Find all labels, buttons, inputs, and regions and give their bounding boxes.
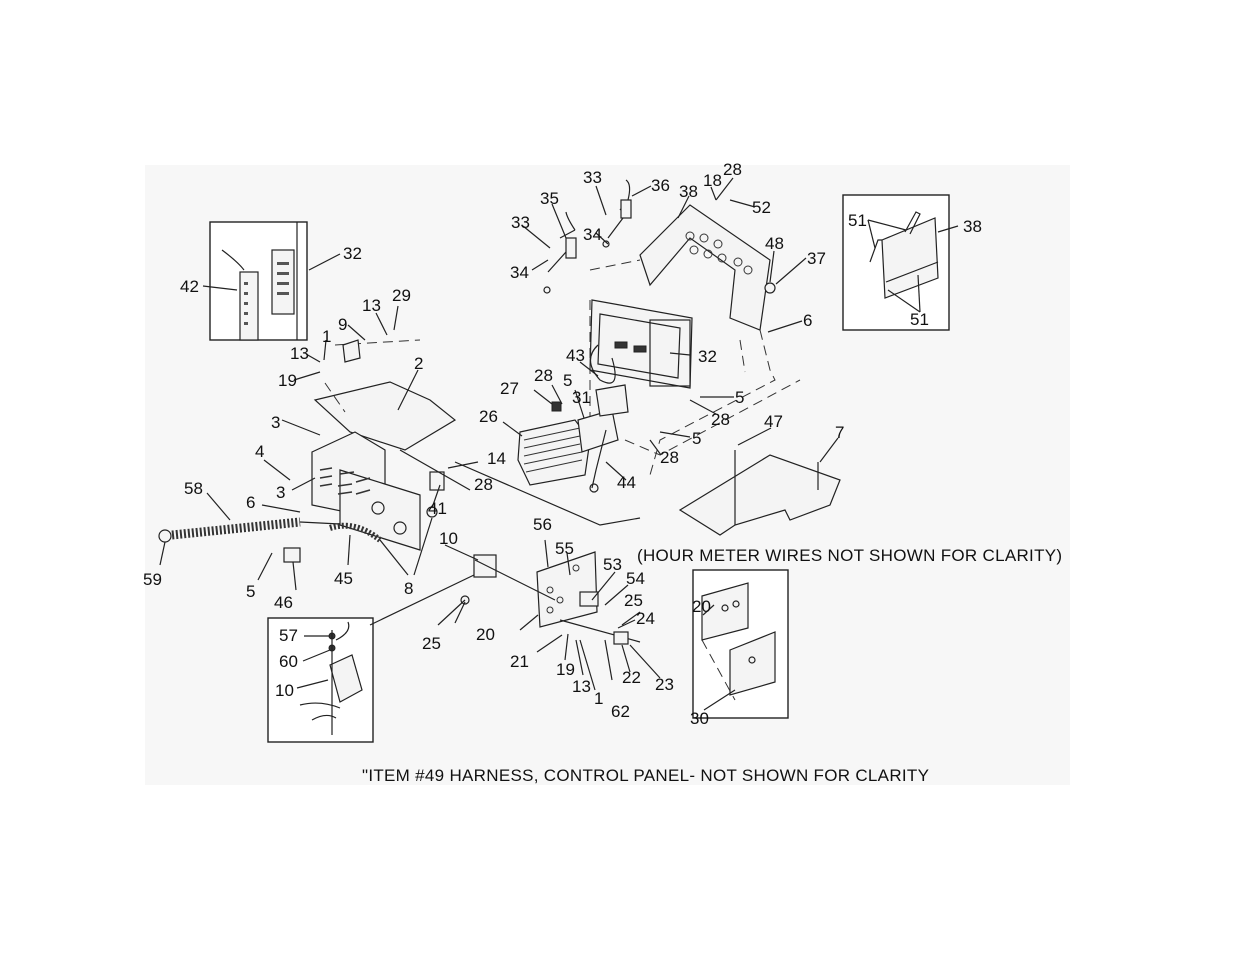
callout-5-right: 5	[692, 429, 701, 448]
callout-26: 26	[479, 407, 498, 426]
callout-19-left: 19	[278, 371, 297, 390]
callout-2: 2	[414, 354, 423, 373]
control-box-assembly	[158, 339, 641, 563]
callout-42: 42	[180, 277, 199, 296]
callout-25-bottom: 25	[624, 591, 643, 610]
note-item49: "ITEM #49 HARNESS, CONTROL PANEL- NOT SH…	[362, 766, 929, 785]
callout-34-left: 34	[510, 263, 529, 282]
callout-21: 21	[510, 652, 529, 671]
callout-3-top: 3	[271, 413, 280, 432]
callout-35: 35	[540, 189, 559, 208]
callout-5-right-top: 5	[735, 388, 744, 407]
callout-13-top: 13	[362, 296, 381, 315]
callout-1-bottom: 1	[594, 689, 603, 708]
note-hour-meter: (HOUR METER WIRES NOT SHOWN FOR CLARITY)	[637, 546, 1062, 565]
callout-28-left: 28	[474, 475, 493, 494]
callout-1-top: 1	[322, 327, 331, 346]
callout-55: 55	[555, 539, 574, 558]
callout-28-right: 28	[660, 448, 679, 467]
callout-54: 54	[626, 569, 645, 588]
callout-3-bottom: 3	[276, 483, 285, 502]
callout-52: 52	[752, 198, 771, 217]
callout-19-bottom: 19	[556, 660, 575, 679]
callout-45: 45	[334, 569, 353, 588]
inset-bracket	[842, 194, 950, 331]
inset-connector	[209, 221, 308, 341]
callout-23: 23	[655, 675, 674, 694]
callout-6-left: 6	[246, 493, 255, 512]
callout-31: 31	[572, 388, 591, 407]
callout-38-main: 38	[679, 182, 698, 201]
callout-44: 44	[617, 473, 636, 492]
callout-58: 58	[184, 479, 203, 498]
callout-48: 48	[765, 234, 784, 253]
callout-10-main: 10	[439, 529, 458, 548]
callout-13-bottom: 13	[572, 677, 591, 696]
callout-22: 22	[622, 668, 641, 687]
callout-38-inset: 38	[963, 217, 982, 236]
callout-46: 46	[274, 593, 293, 612]
callout-56: 56	[533, 515, 552, 534]
callout-57: 57	[279, 626, 298, 645]
callout-labels: 42 32 29 13 9 1 13 19 2 3 4 3 6 58 59 5 …	[143, 160, 982, 728]
callout-10-inset: 10	[275, 681, 294, 700]
callout-8: 8	[404, 579, 413, 598]
callout-9: 9	[338, 315, 347, 334]
inset-panel	[692, 569, 789, 719]
callout-6-right: 6	[803, 311, 812, 330]
callout-5-mid: 5	[563, 371, 572, 390]
callout-30: 30	[690, 709, 709, 728]
panel-assembly	[369, 551, 641, 681]
callout-53: 53	[603, 555, 622, 574]
callout-32-inset: 32	[343, 244, 362, 263]
callout-43: 43	[566, 346, 585, 365]
callout-36: 36	[651, 176, 670, 195]
callout-25-left: 25	[422, 634, 441, 653]
callout-34-top: 34	[583, 225, 602, 244]
inset-hour-meter	[267, 617, 374, 743]
callout-27: 27	[500, 379, 519, 398]
callout-24: 24	[636, 609, 655, 628]
callout-20-inset: 20	[692, 597, 711, 616]
callout-51-bottom: 51	[910, 310, 929, 329]
callout-29: 29	[392, 286, 411, 305]
callout-14: 14	[487, 449, 506, 468]
callout-18: 18	[703, 171, 722, 190]
callout-47: 47	[764, 412, 783, 431]
callout-28-top: 28	[723, 160, 742, 179]
callout-20-main: 20	[476, 625, 495, 644]
callout-62: 62	[611, 702, 630, 721]
callout-5-left: 5	[246, 582, 255, 601]
callout-4: 4	[255, 442, 264, 461]
callout-28-right-top: 28	[711, 410, 730, 429]
callout-51-top: 51	[848, 211, 867, 230]
callout-60: 60	[279, 652, 298, 671]
callout-7: 7	[835, 423, 844, 442]
callout-32-main: 32	[698, 347, 717, 366]
callout-41: 41	[428, 499, 447, 518]
callout-33-top: 33	[583, 168, 602, 187]
chassis-enclosure	[517, 179, 841, 536]
callout-33-left: 33	[511, 213, 530, 232]
callout-37: 37	[807, 249, 826, 268]
callout-59: 59	[143, 570, 162, 589]
callout-28-mid: 28	[534, 366, 553, 385]
callout-13-left: 13	[290, 344, 309, 363]
leader-lines	[159, 177, 959, 711]
